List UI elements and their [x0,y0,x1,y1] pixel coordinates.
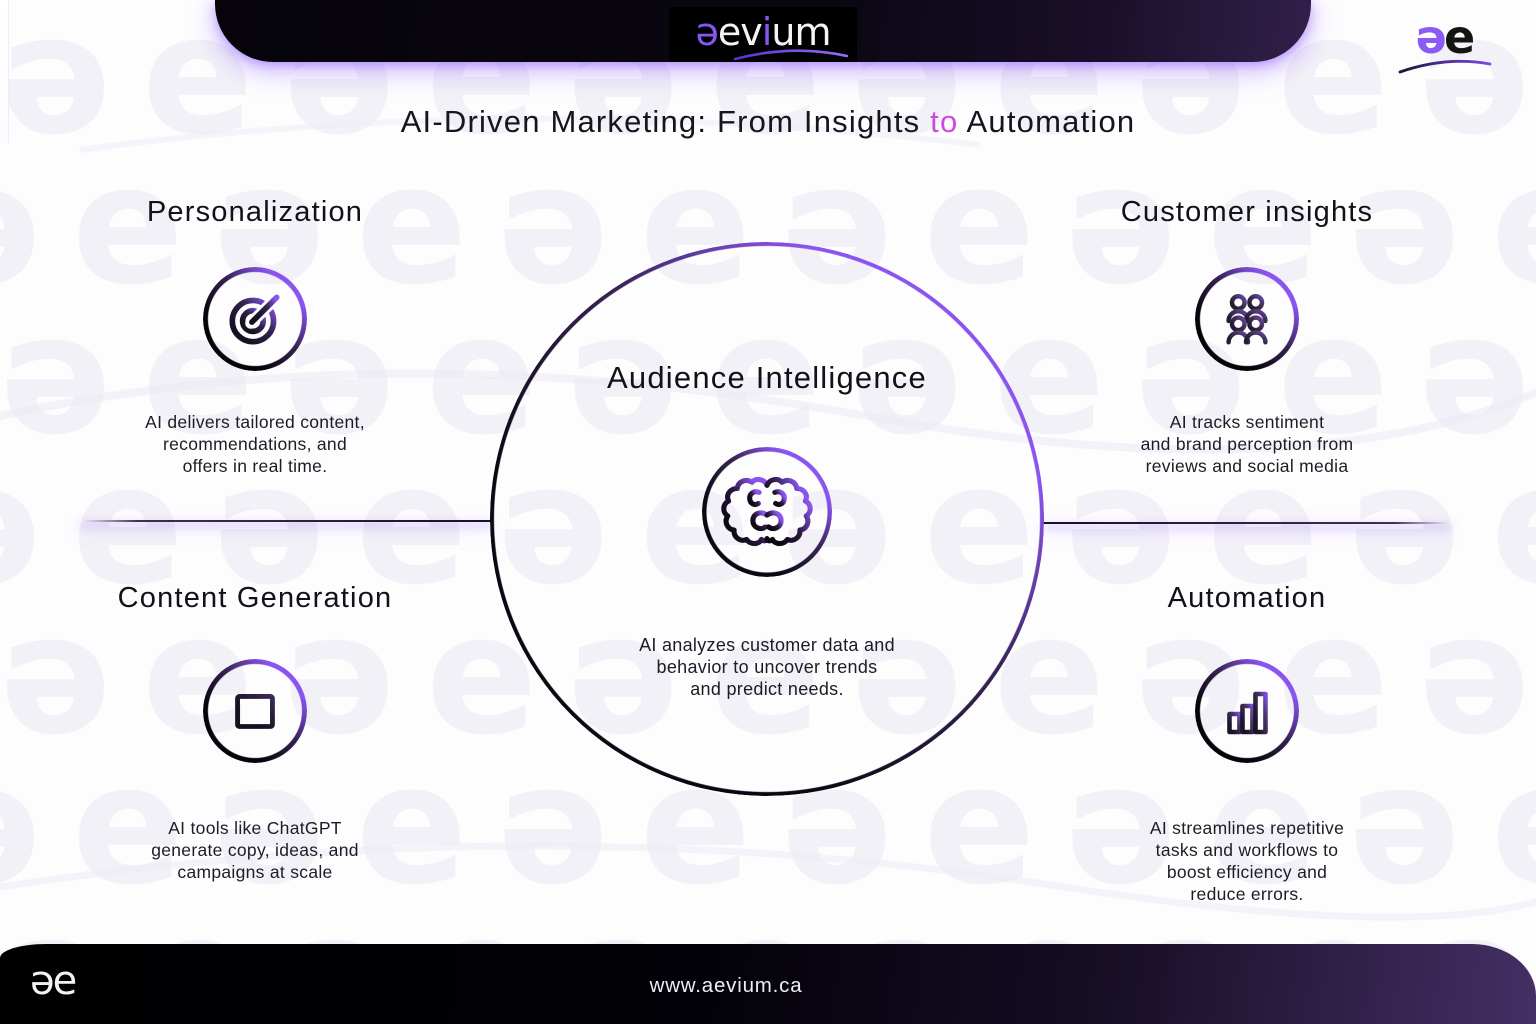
section-customer-insights: Customer insights AI tracks sentiment an… [1047,196,1447,477]
customer-insights-title: Customer insights [1120,196,1374,228]
brain-icon [721,476,813,547]
center-body-text: AI analyzes customer data and behavior t… [639,635,895,699]
logo-swoosh-icon [733,49,849,61]
wordmark-ev: ev [717,9,763,54]
brain-icon-badge [702,447,832,577]
footer-bar: əe www.aevium.ca [0,944,1536,1024]
automation-body-text: AI streamlines repetitive tasks and work… [1149,818,1345,904]
footer-url: www.aevium.ca [649,974,803,997]
wordmark-i: i [761,9,773,54]
aevium-logo: əevium [669,7,857,62]
title-accent: to [930,104,959,139]
corner-logo-e: e [1444,10,1475,64]
wordmark-a: ə [695,9,719,54]
personalization-title: Personalization [146,196,364,228]
customer-insights-body-text: AI tracks sentiment and brand perception… [1140,412,1354,476]
document-icon [235,694,275,729]
connector-line-right [1043,522,1451,524]
page-title: AI-Driven Marketing: From Insights to Au… [0,104,1536,140]
content-generation-body-text: AI tools like ChatGPT generate copy, ide… [151,818,359,882]
users-icon [1226,294,1268,345]
section-content-generation: Content Generation AI tools like ChatGPT… [55,582,455,883]
customer-insights-icon-badge [1195,267,1299,371]
connector-line-left [80,520,492,522]
left-edge-strip [0,0,9,143]
automation-title: Automation [1167,582,1327,614]
title-pre: AI-Driven Marketing: From Insights [400,104,931,139]
bar-chart-icon [1222,691,1272,735]
automation-icon-badge [1195,659,1299,763]
corner-logo-swoosh-icon [1398,59,1492,74]
section-automation: Automation AI streamlines repetitive tas… [1047,582,1447,905]
personalization-body-text: AI delivers tailored content, recommenda… [145,412,365,476]
personalization-icon-badge [203,267,307,371]
aevium-wordmark: əevium [695,9,832,54]
target-icon [229,291,283,345]
title-post: Automation [958,104,1136,139]
content-generation-title: Content Generation [117,582,393,614]
content-generation-icon-badge [203,659,307,763]
ae-footer-logo: əe [30,958,77,1004]
wordmark-um: um [771,9,831,54]
corner-logo-a: ə [1415,10,1447,64]
ae-corner-logo: əe [1394,14,1494,74]
header-bar: əevium [215,0,1311,62]
badge-ring [1195,659,1299,763]
audience-intelligence-circle: Audience Intelligence AI analyzes custom… [490,242,1044,796]
section-personalization: Personalization AI delivers tailored con… [55,196,455,477]
center-title: Audience Intelligence [607,360,927,395]
